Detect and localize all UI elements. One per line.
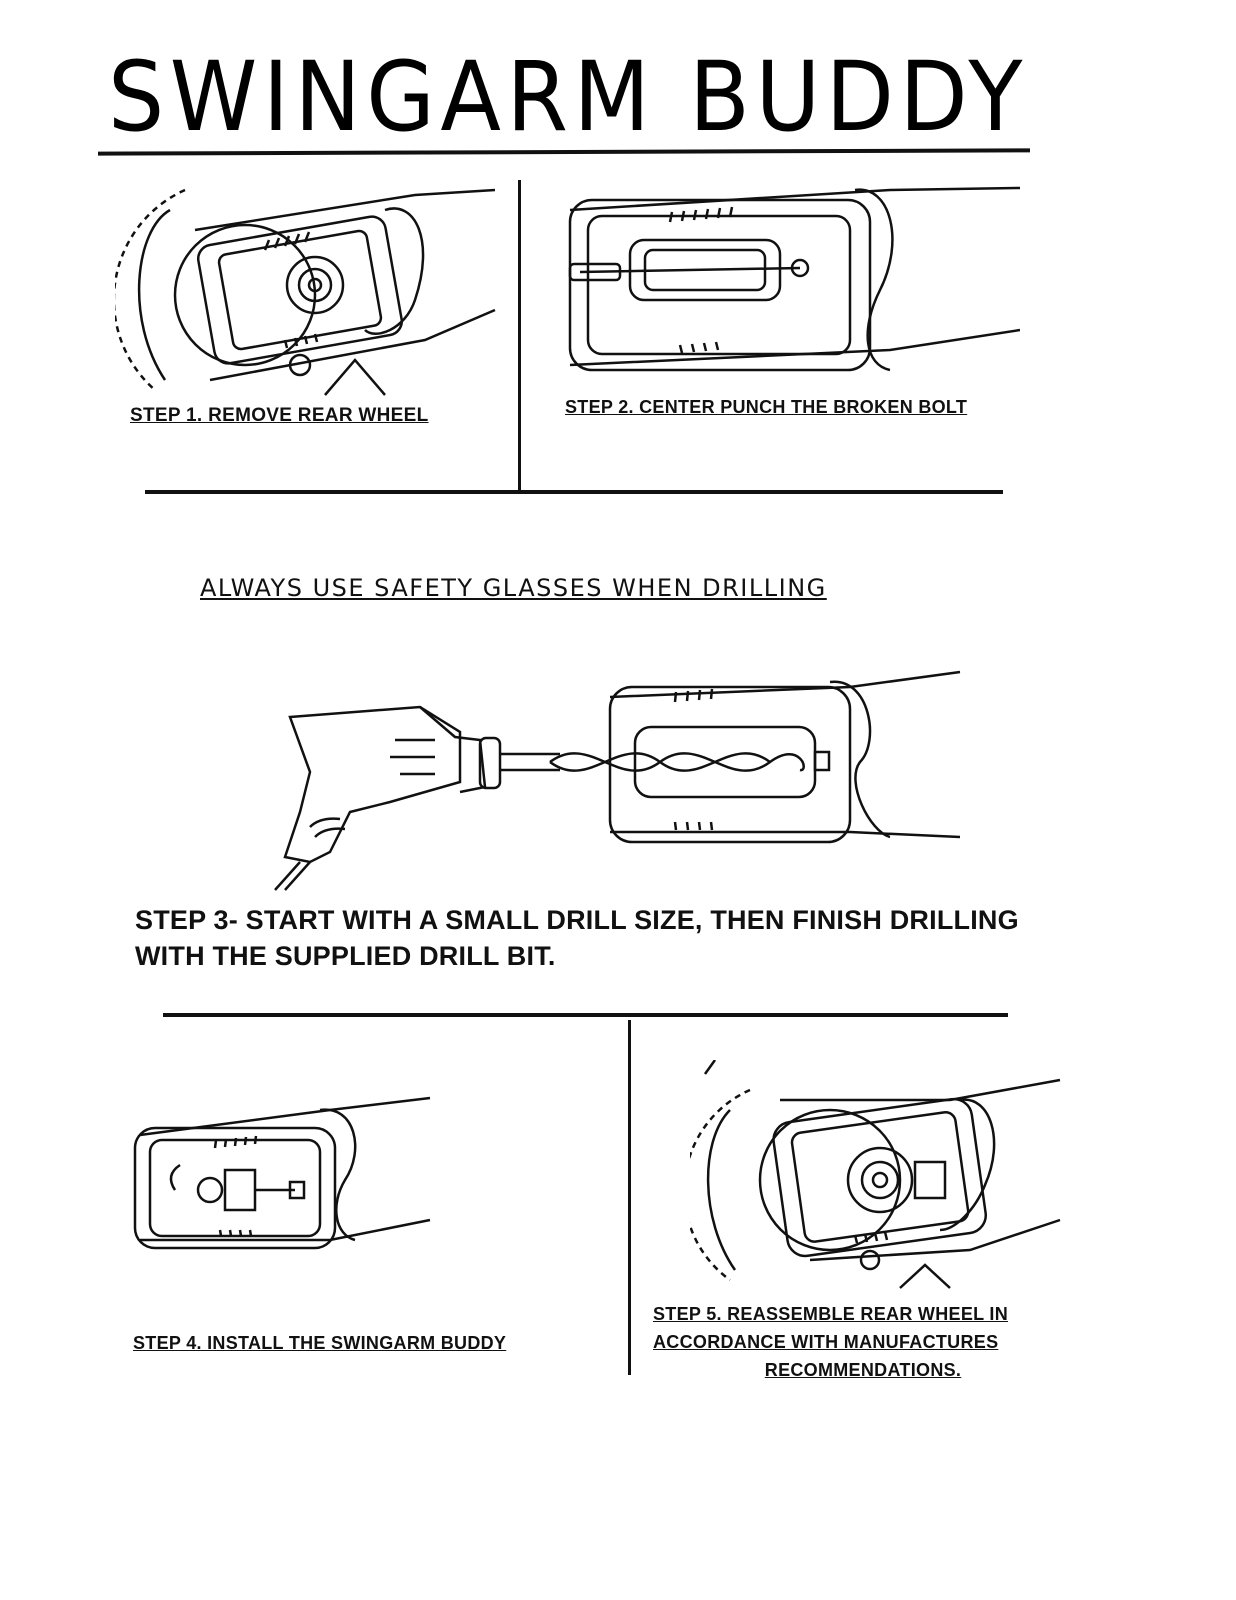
step-5-illustration [683, 1059, 1065, 1290]
swingarm-wheel-icon [112, 188, 496, 396]
drill-icon [274, 670, 961, 891]
step-3-illustration [270, 662, 970, 894]
step-2-illustration [560, 180, 1021, 380]
safety-warning: ALWAYS USE SAFETY GLASSES WHEN DRILLING [200, 574, 827, 602]
step-1-illustration [112, 170, 500, 400]
section-divider-2 [163, 1013, 1008, 1017]
center-punch-icon [568, 186, 1021, 372]
step-3-caption-line-1: STEP 3- START WITH A SMALL DRILL SIZE, T… [135, 905, 1019, 935]
page-title: SWINGARM BUDDY [108, 41, 1028, 150]
step-5-caption-line-1: STEP 5. REASSEMBLE REAR WHEEL IN [653, 1304, 1008, 1324]
step-4-caption: STEP 4. INSTALL THE SWINGARM BUDDY [133, 1333, 507, 1353]
section-divider-1 [145, 490, 1003, 494]
panel-divider-vertical-1 [518, 180, 521, 492]
step-3-caption-line-2: WITH THE SUPPLIED DRILL BIT. [135, 941, 556, 971]
step-5-caption: STEP 5. REASSEMBLE REAR WHEEL IN ACCORDA… [653, 1300, 1073, 1384]
step-5-caption-line-3: RECOMMENDATIONS. [764, 1360, 962, 1380]
swingarm-buddy-icon [133, 1096, 431, 1250]
step-5-caption-line-2: ACCORDANCE WITH MANUFACTURES [653, 1332, 999, 1352]
panel-divider-vertical-2 [628, 1020, 631, 1375]
svg-text:SWINGARM BUDDY: SWINGARM BUDDY [108, 41, 1028, 150]
step-1-caption: STEP 1. REMOVE REAR WHEEL [130, 405, 429, 426]
step-4-illustration [130, 1090, 440, 1250]
step-3-caption: STEP 3- START WITH A SMALL DRILL SIZE, T… [135, 902, 1155, 974]
swingarm-wheel-icon [683, 1059, 1061, 1289]
step-2-caption: STEP 2. CENTER PUNCH THE BROKEN BOLT [565, 397, 968, 417]
